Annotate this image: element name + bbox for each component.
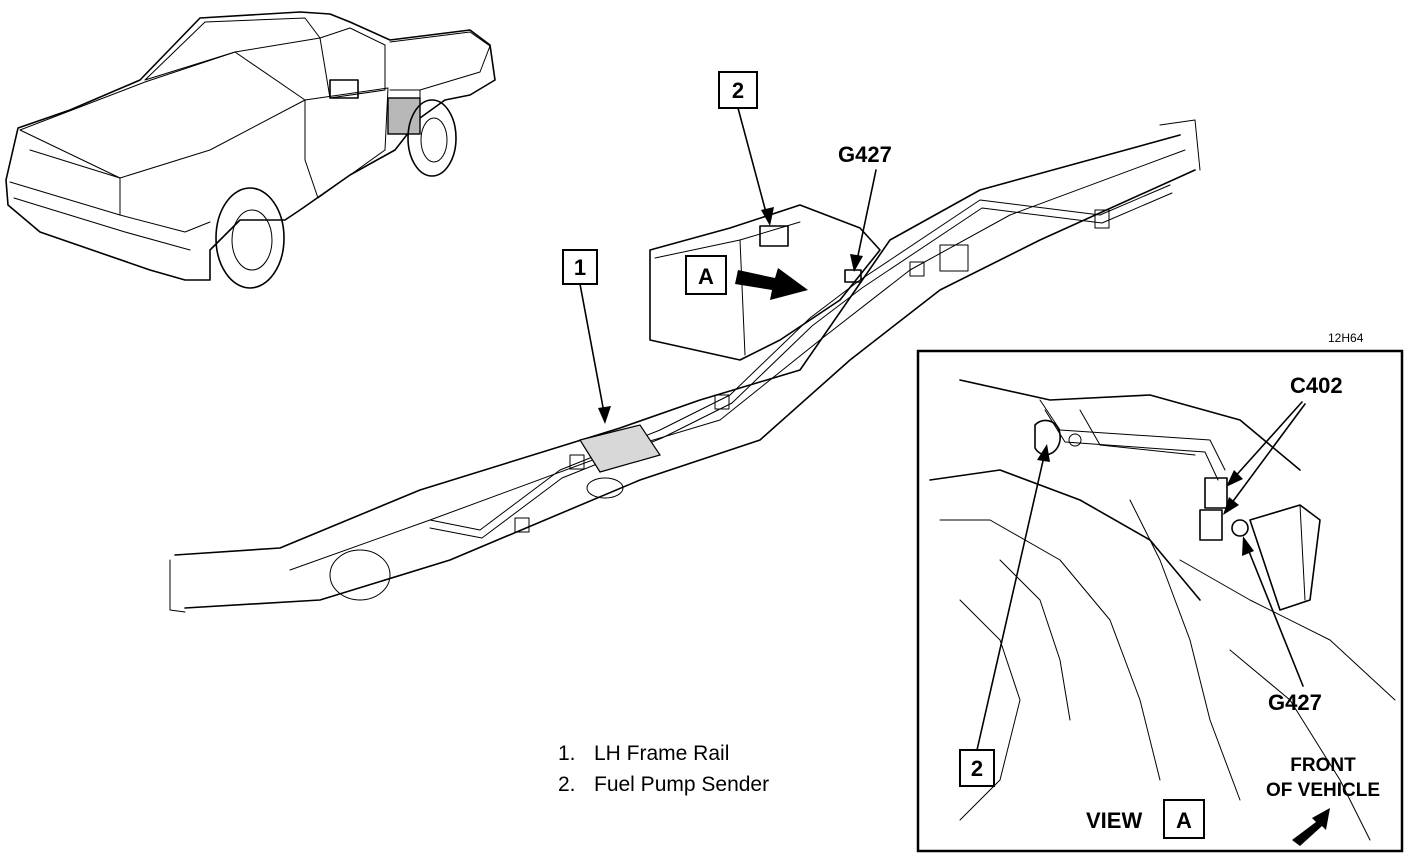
legend-item-1-number: 1.: [558, 742, 576, 765]
view-a-marker: A: [698, 264, 714, 289]
inset-callout-c402: C402: [1223, 373, 1343, 515]
front-of-vehicle-indicator: FRONT OF VEHICLE: [1266, 755, 1380, 846]
inset-callout-fuel-pump-sender: 2: [959, 444, 1050, 787]
inset-callout-number-2: 2: [971, 756, 983, 781]
legend-item-2-number: 2.: [558, 773, 576, 796]
view-caption-prefix: VIEW: [1086, 808, 1142, 833]
ground-label-inset: G427: [1268, 690, 1322, 715]
inset-callout-g427: G427: [1242, 536, 1322, 715]
frame-rail-illustration: [169, 119, 1201, 613]
legend-item-2-text: Fuel Pump Sender: [594, 773, 769, 796]
view-caption-letter: A: [1176, 808, 1192, 833]
front-direction-arrow-icon: [1292, 808, 1330, 846]
view-a-caption: VIEW A: [1086, 799, 1205, 839]
figure-code: 12H64: [1328, 331, 1364, 345]
front-label-line2: OF VEHICLE: [1266, 780, 1380, 801]
legend-item-1-text: LH Frame Rail: [594, 742, 729, 765]
callout-ground-g427: G427: [838, 142, 892, 272]
pickup-truck-illustration: [5, 11, 496, 289]
inset-detail-illustration: [929, 379, 1396, 841]
legend: 1. LH Frame Rail 2. Fuel Pump Sender: [558, 742, 769, 796]
connector-label-c402: C402: [1290, 373, 1343, 398]
callout-fuel-pump-sender: 2: [718, 71, 774, 226]
ground-label-main: G427: [838, 142, 892, 167]
callout-view-a: A: [685, 255, 808, 300]
front-label-line1: FRONT: [1290, 755, 1356, 776]
inset-view-a: C402 G427 2 VIEW A FRONT OF VE: [916, 349, 1404, 853]
callout-number-2: 2: [732, 78, 744, 103]
callout-number-1: 1: [574, 255, 586, 280]
callout-frame-rail: 1: [562, 249, 611, 424]
